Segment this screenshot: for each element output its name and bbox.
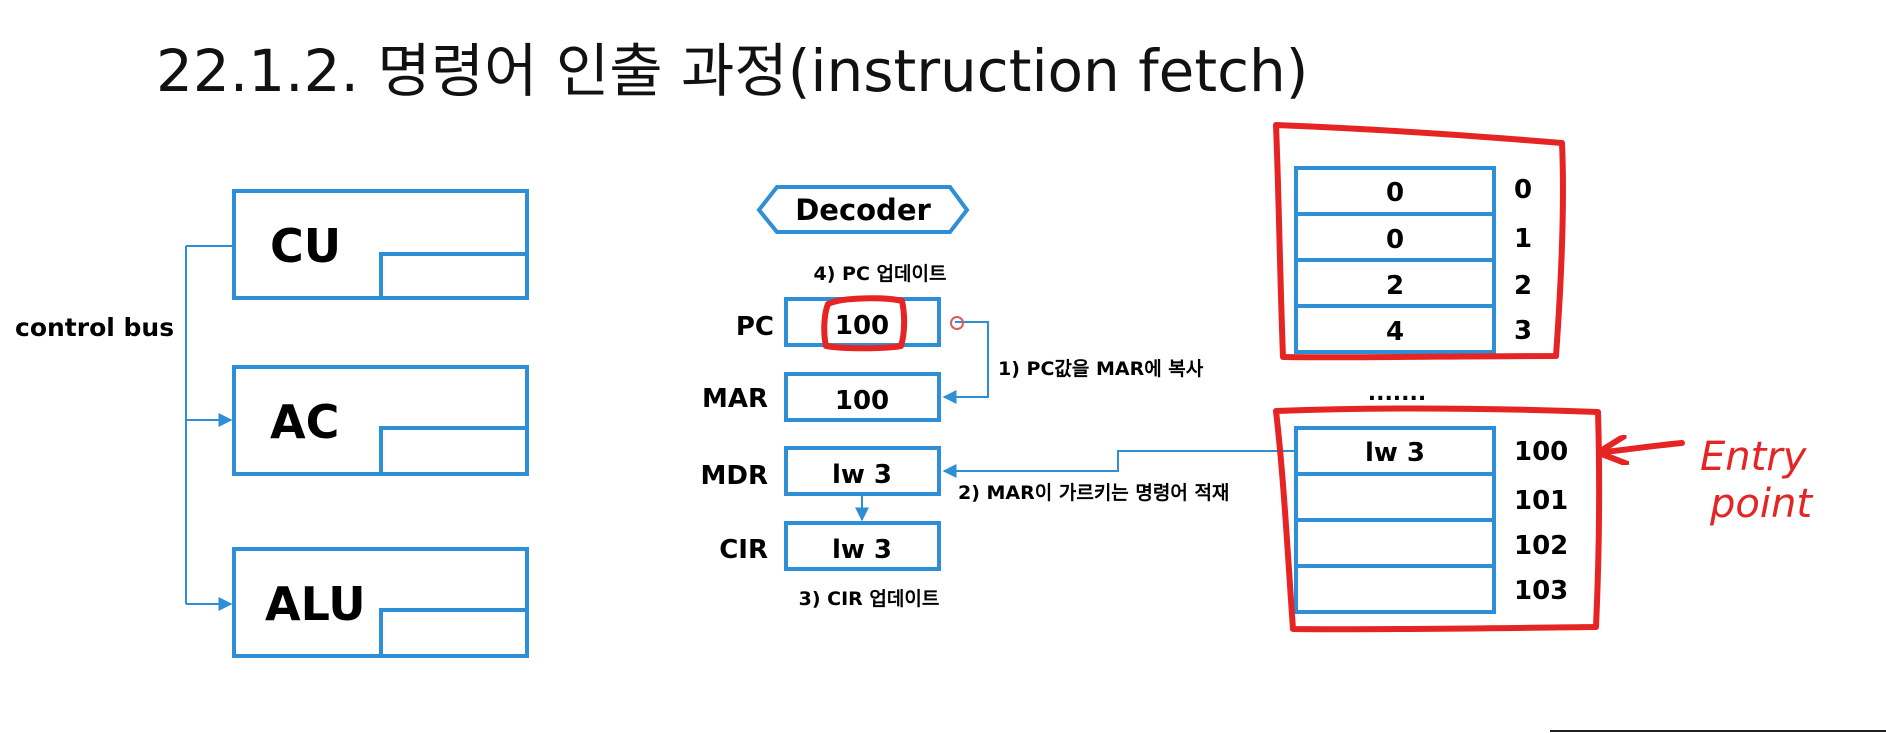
memory-cell-value: lw 3 [1365,438,1425,468]
memory-top: 0 0 2 4 0 1 2 3 [1294,166,1532,354]
step1-label: 1) PC값을 MAR에 복사 [998,358,1204,380]
entry-point-label-line2: point [1709,481,1813,527]
memory-cell-value: 4 [1386,317,1404,347]
mar-value: 100 [835,386,889,416]
decoder-label: Decoder [795,193,931,227]
memory-bottom: lw 3 100 101 102 103 [1294,426,1568,614]
memory-top-outline [1273,122,1566,361]
cu-unit: CU [232,189,529,300]
ac-unit: AC [232,365,529,476]
alu-label: ALU [265,577,366,631]
memory-address: 2 [1514,271,1532,301]
page-title: 22.1.2. 명령어 인출 과정(instruction fetch) [156,37,1308,105]
memory-cell-value: 0 [1386,178,1404,208]
memory-bottom-outline [1273,405,1603,633]
step3-label: 3) CIR 업데이트 [799,588,940,610]
pc-highlight-outline [821,295,908,352]
pc-value: 100 [835,311,889,341]
decoder: Decoder [756,185,970,234]
mdr-value: lw 3 [832,460,892,490]
control-bus-label: control bus [15,313,174,342]
red-annotations: Entry point [821,122,1813,633]
cir-value: lw 3 [832,535,892,565]
memory-ellipsis: ....... [1368,381,1427,406]
entry-point-arrow-icon [1604,443,1685,452]
register-flow-lines [855,316,1297,522]
memory-address: 103 [1514,576,1568,606]
cu-label: CU [270,219,341,273]
cir-name: CIR [719,535,768,565]
memory-cell-value: 0 [1386,225,1404,255]
pc-name: PC [736,312,774,342]
step4-label: 4) PC 업데이트 [814,263,947,285]
alu-unit: ALU [232,547,529,658]
memory-address: 100 [1514,437,1568,467]
memory-address: 0 [1514,175,1532,205]
register-cir: CIR lw 3 [719,521,941,571]
mar-name: MAR [702,384,768,414]
register-pc: PC 100 [736,297,941,347]
register-mar: MAR 100 [702,372,941,422]
memory-address: 101 [1514,486,1568,516]
control-bus-lines [185,245,233,611]
memory-cell-value: 2 [1386,271,1404,301]
ac-label: AC [270,395,339,449]
step2-label: 2) MAR이 가르키는 명령어 적재 [958,482,1229,504]
mdr-name: MDR [701,461,768,491]
memory-address: 1 [1514,224,1532,254]
memory-address: 102 [1514,531,1568,561]
register-mdr: MDR lw 3 [701,446,941,496]
cursor-marker-icon [950,316,964,330]
entry-point-label-line1: Entry [1700,434,1808,480]
memory-address: 3 [1514,316,1532,346]
